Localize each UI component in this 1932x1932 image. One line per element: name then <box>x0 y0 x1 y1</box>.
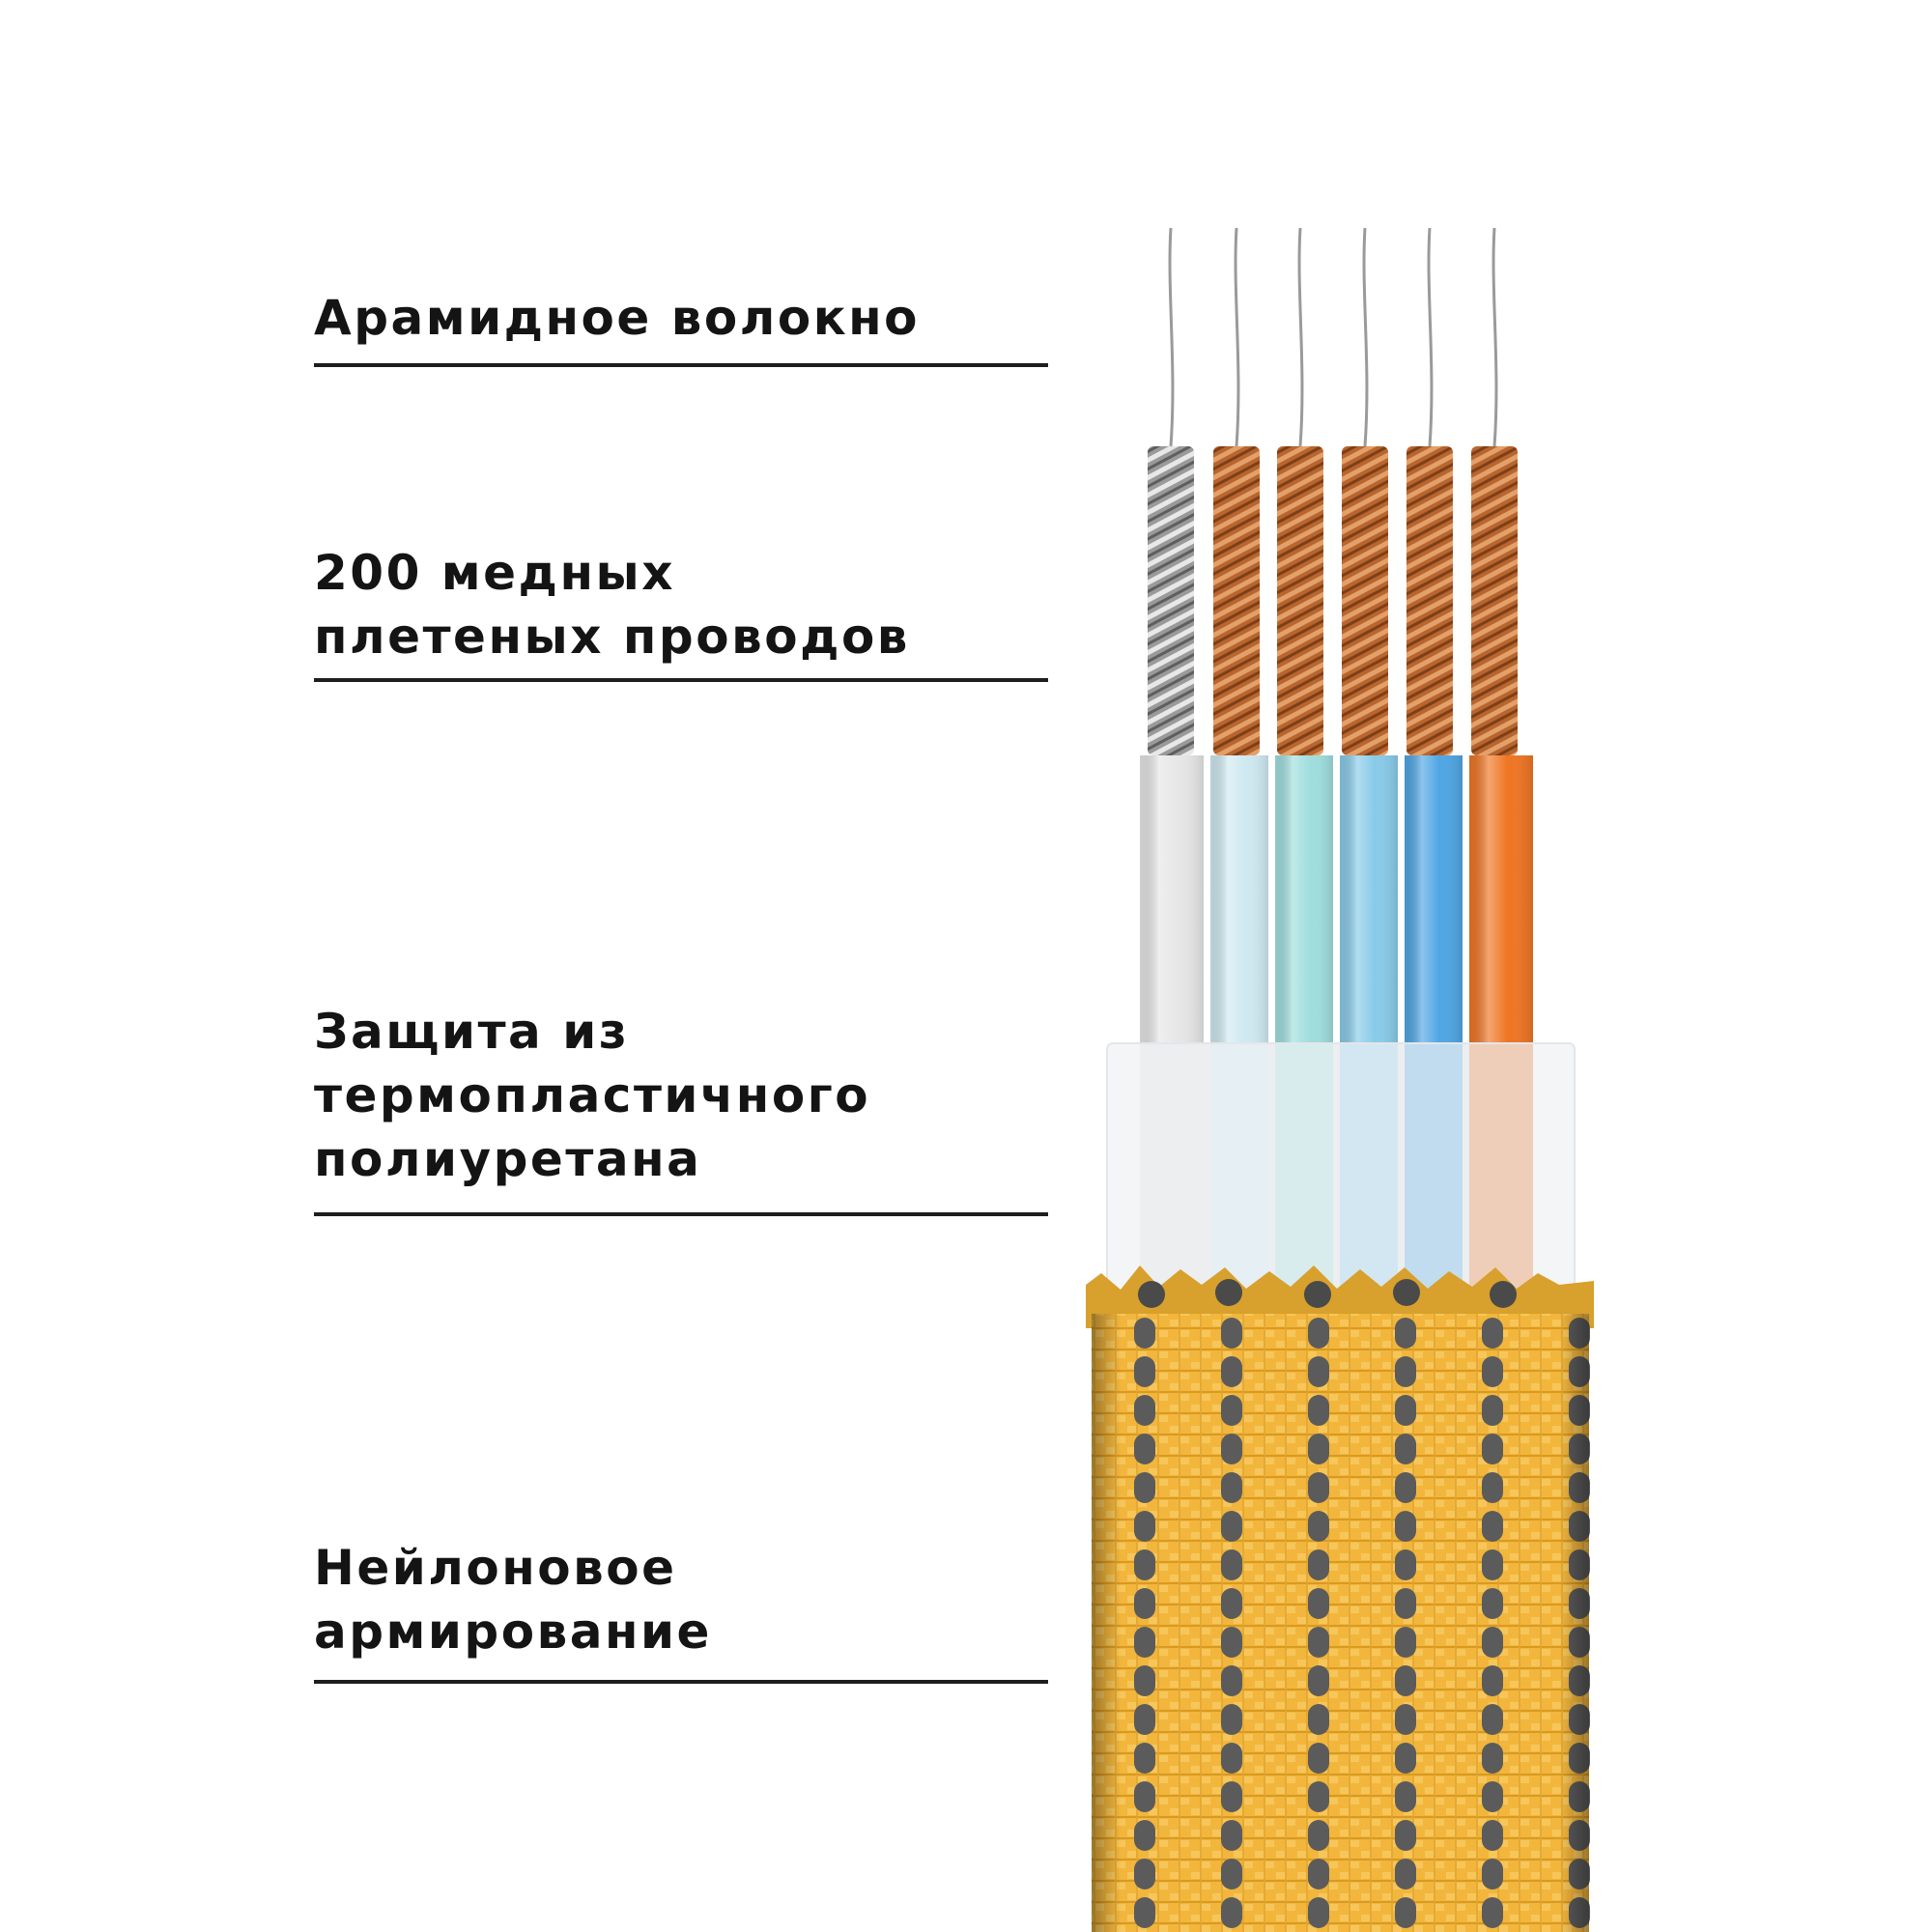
copper-strands <box>1148 446 1518 755</box>
label-copper-strands: 200 медных плетеных проводов <box>314 545 910 665</box>
leader-line-aramid <box>314 363 1048 367</box>
label-nylon-reinforcement: Нейлоновое армирование <box>314 1540 712 1660</box>
aramid-threads <box>1168 227 1498 447</box>
leader-line-copper <box>314 678 1048 682</box>
nylon-braid <box>1086 1265 1594 1932</box>
leader-line-tpu <box>314 1212 1048 1216</box>
label-aramid-fiber: Арамидное волокно <box>314 290 921 346</box>
tpu-jacket <box>1106 1042 1576 1295</box>
label-tpu-protection: Защита из термопластичного полиуретана <box>314 1004 871 1187</box>
leader-line-nylon <box>314 1680 1048 1684</box>
